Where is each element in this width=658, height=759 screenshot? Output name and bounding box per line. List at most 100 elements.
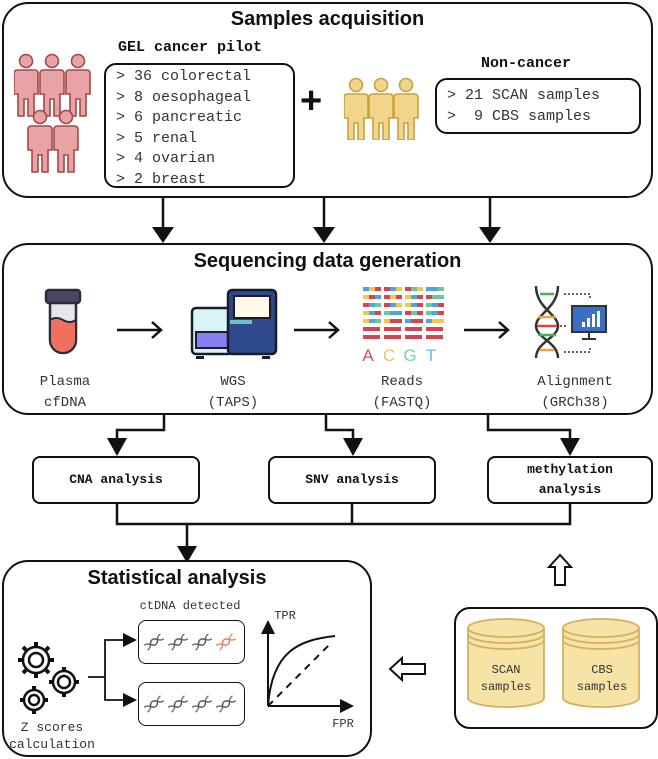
read-segment [390,287,396,291]
read-segment [384,319,390,323]
read-segment [375,311,381,315]
undetected-samples-box [138,682,245,726]
read-segment [384,303,390,307]
read-segment [432,295,438,299]
read-segment [369,319,375,323]
read-segment [405,311,411,315]
read-segment [390,295,396,299]
read-bar [405,335,422,339]
read-segment [438,319,444,323]
dna-icon [191,695,213,713]
read-segment [411,311,417,315]
panel-title: Sequencing data generation [193,250,462,272]
read-segment [369,295,375,299]
cancer-list: > 36 colorectal > 8 oesophageal > 6 panc… [104,63,295,188]
arrowhead [479,227,501,243]
noncancer-list: > 21 SCAN samples > 9 CBS samples [435,78,641,134]
read-segment [432,287,438,291]
list-item: > 21 SCAN samples [447,87,601,104]
roc-tpr-label: TPR [274,609,296,623]
read-segment [417,295,423,299]
statistical-analysis-panel: Statistical analysis [2,560,372,757]
read-segment [375,319,381,323]
roc-fpr-label: FPR [332,717,354,731]
read-segment [369,311,375,315]
dna-icon [215,633,237,651]
sequencing-panel: Sequencing data generation [2,243,653,415]
read-segment [417,311,423,315]
read-segment [411,287,417,291]
read-segment [426,319,432,323]
read-bar [384,327,401,331]
read-bar [384,335,401,339]
read-segment [369,303,375,307]
read-segment [432,319,438,323]
test-tube-icon [44,288,82,355]
read-segment [405,319,411,323]
read-segment [426,295,432,299]
panel-title: Statistical analysis [87,567,267,589]
arrow-line [115,414,166,440]
arrowhead [343,438,363,456]
database-icon [467,618,545,708]
noncancer-people-icon [344,77,419,140]
read-segment [396,311,402,315]
noncancer-header: Non-cancer [481,55,572,72]
step-label-alignment: Alignment(GRCh38) [537,374,613,411]
read-segment [390,303,396,307]
read-segment [426,311,432,315]
read-segment [363,311,369,315]
merge-line [115,503,572,526]
step-label-wgs: WGS(TAPS) [207,374,259,411]
read-segment [363,295,369,299]
read-segment [369,287,375,291]
arrowhead [313,227,335,243]
dna-icon [143,695,165,713]
read-segment [375,303,381,307]
read-segment [426,303,432,307]
read-segment [384,287,390,291]
read-segment [411,319,417,323]
dna-icon [167,695,189,713]
read-bar [363,327,380,331]
list-item: > 2 breast [116,170,207,188]
read-segment [363,303,369,307]
plus-sign: + [300,80,323,122]
base-letter: C [383,346,395,363]
cna-analysis-box: CNA analysis [32,456,200,504]
dna-monitor-icon [534,285,607,359]
read-segment [417,303,423,307]
base-letter: G [403,346,416,363]
read-segment [363,287,369,291]
read-bar [363,335,380,339]
read-segment [405,303,411,307]
panel-title: Samples acquisition [230,8,425,30]
read-segment [375,295,381,299]
read-segment [384,311,390,315]
read-segment [363,319,369,323]
read-segment [438,303,444,307]
arrowhead [107,438,127,456]
read-segment [411,303,417,307]
ctdna-detected-label: ctDNA detected [139,599,241,613]
read-segment [375,287,381,291]
read-segment [384,295,390,299]
base-letter: A [362,346,374,363]
gears-icon [18,642,79,714]
list-item: > 5 renal [116,129,198,147]
cancer-people-icon [14,53,91,173]
read-segment [417,319,423,323]
read-segment [438,295,444,299]
detected-samples-box [138,620,245,664]
dna-icon [215,695,237,713]
